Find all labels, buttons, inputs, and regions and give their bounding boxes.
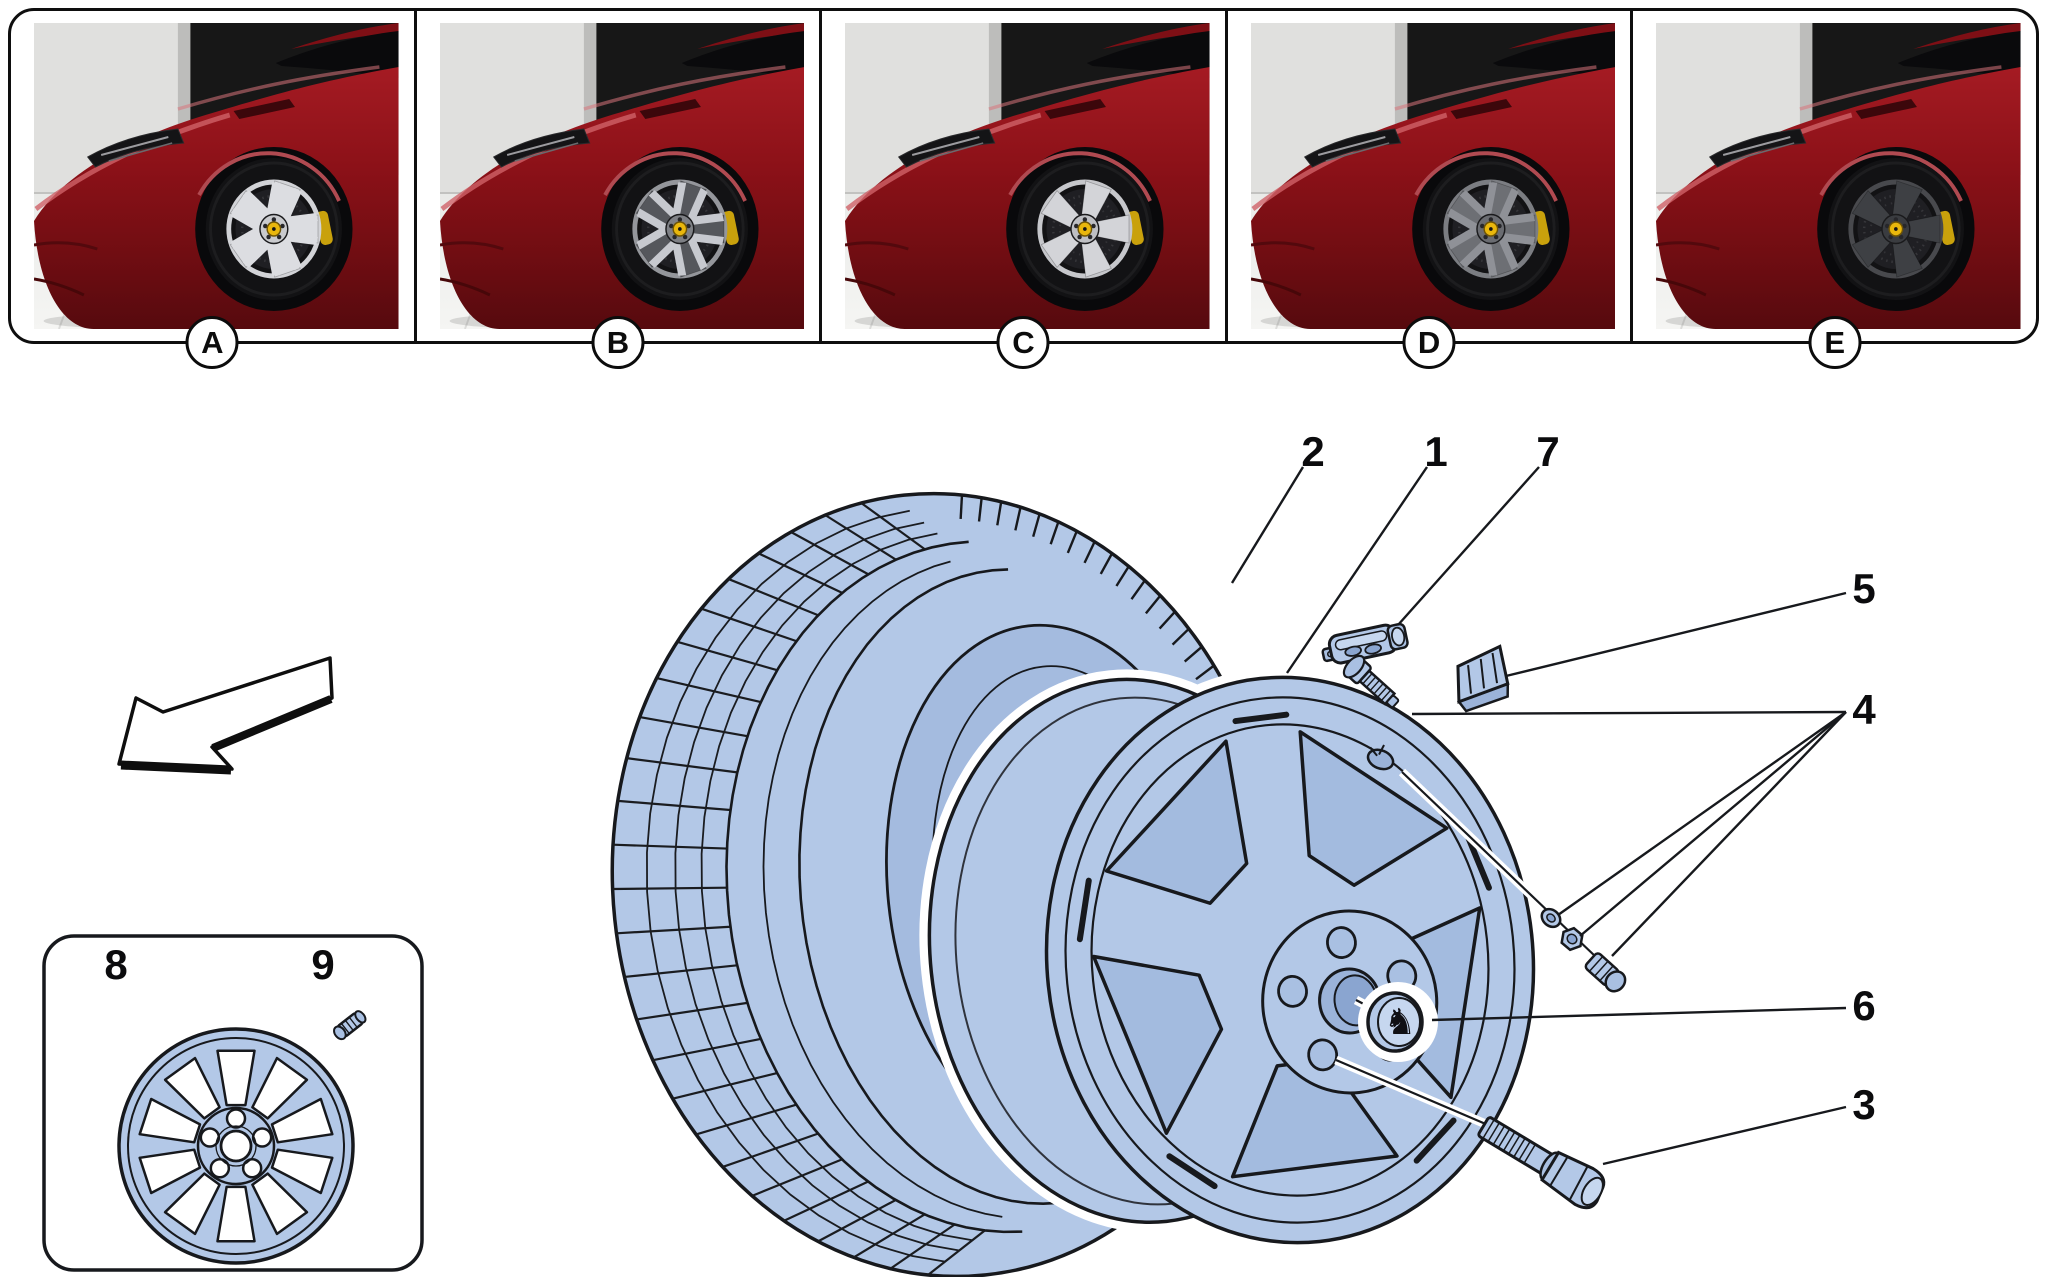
option-letter: C [1012, 325, 1035, 360]
callout-9: 9 [311, 941, 334, 988]
prancing-horse-icon: ♞ [1384, 1001, 1416, 1042]
callout-8: 8 [104, 941, 127, 988]
valve-washer [1540, 907, 1562, 929]
spare-wheel-inset: 8 9 [42, 934, 424, 1272]
wheel-option-panel-a: A [11, 11, 414, 369]
callout-3: 3 [1852, 1081, 1875, 1128]
callout-1: 1 [1424, 428, 1447, 475]
valve-hole [1366, 748, 1395, 771]
wheel-option-panel-c: C [819, 11, 1225, 369]
car-photo-c [845, 23, 1210, 329]
leader-lines [119, 466, 1847, 1166]
direction-arrow-icon [117, 656, 334, 775]
option-badge-b: B [591, 316, 645, 369]
callout-7: 7 [1536, 428, 1559, 475]
option-letter: E [1824, 325, 1846, 360]
option-letter: D [1417, 325, 1441, 360]
valve-cap [1584, 952, 1627, 993]
option-badge-a: A [185, 316, 239, 369]
option-letter: A [201, 325, 224, 360]
wheel-option-panel-e: E [1630, 11, 2036, 369]
car-photo-b [440, 23, 805, 329]
valve-nut [1560, 926, 1584, 952]
callout-6: 6 [1852, 982, 1875, 1029]
wheel-bolt [1477, 1116, 1606, 1210]
callout-numbers: 2 1 7 5 4 6 3 [1301, 428, 1876, 1128]
car-photo-d [1251, 23, 1616, 329]
option-badge-c: C [996, 316, 1050, 369]
center-cap: ♞ [1358, 982, 1438, 1062]
option-letter: B [606, 325, 630, 360]
callout-4: 4 [1852, 686, 1876, 733]
callout-5: 5 [1852, 565, 1875, 612]
tpms-sensor [1321, 622, 1409, 665]
car-photo-a [34, 23, 399, 329]
wheel-options-strip: A B C D E [8, 8, 2039, 369]
option-badge-e: E [1808, 316, 1862, 369]
wheel-option-panel-b: B [413, 11, 820, 369]
car-photo-e [1656, 23, 2021, 329]
spare-wheel-valve [333, 1010, 367, 1041]
spare-wheel [117, 1027, 355, 1265]
spoke-windows [1091, 730, 1482, 1179]
valve-stem [1342, 654, 1400, 709]
wheel-option-panel-d: D [1224, 11, 1631, 369]
option-badge-d: D [1402, 316, 1456, 369]
callout-2: 2 [1301, 428, 1324, 475]
sensor-bracket [1456, 644, 1510, 713]
